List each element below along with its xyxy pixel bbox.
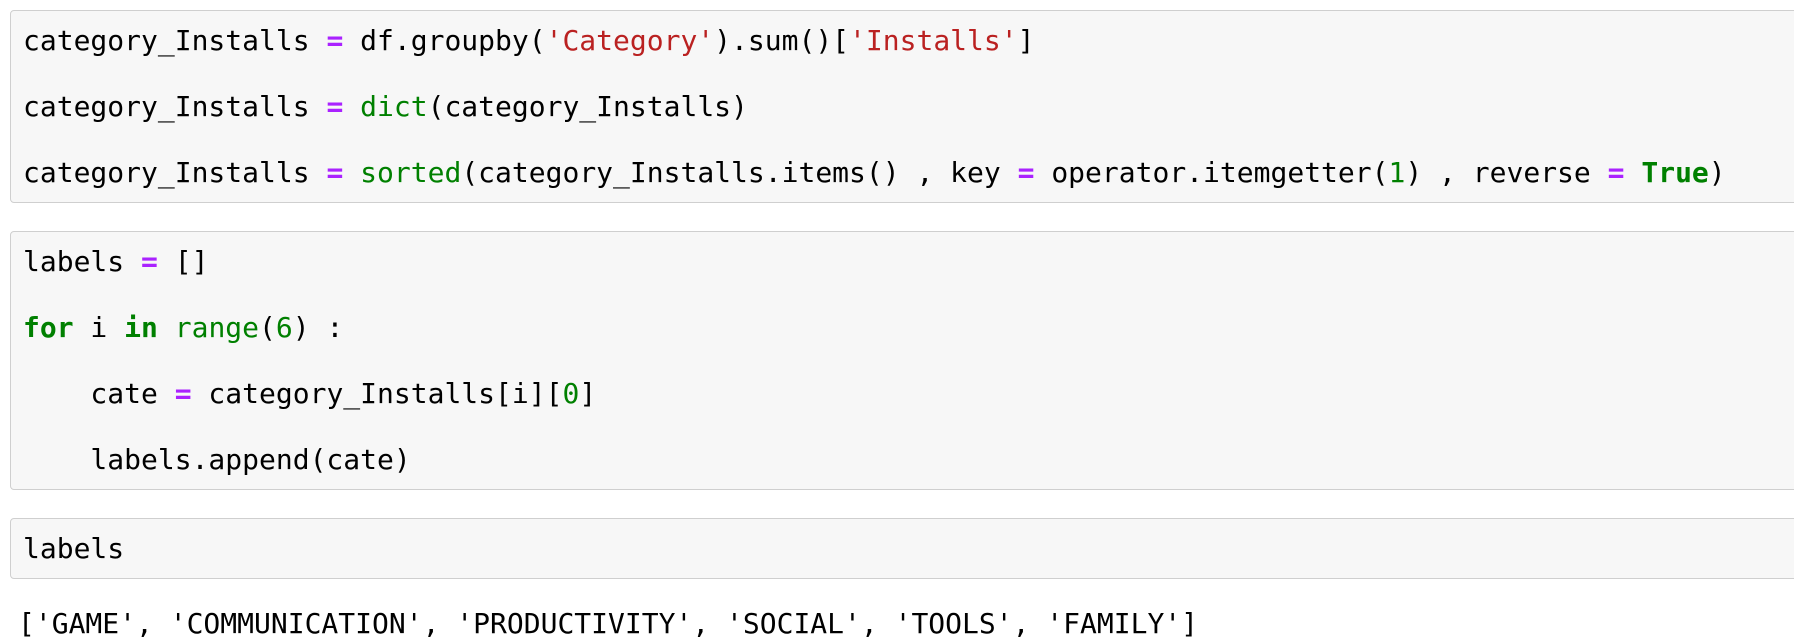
- code-line: for i in range(6) :: [23, 311, 1794, 344]
- code-token-plain: category_Installs: [23, 24, 327, 57]
- code-token-op: =: [1017, 156, 1035, 189]
- code-line: category_Installs = sorted(category_Inst…: [23, 156, 1794, 189]
- code-token-plain: labels.append(cate): [23, 443, 411, 476]
- code-line: [23, 344, 1794, 377]
- code-token-plain: [1625, 156, 1642, 189]
- code-token-plain: ): [1708, 156, 1726, 189]
- code-line: [23, 410, 1794, 443]
- code-token-str: 'Category': [545, 24, 715, 57]
- code-line: [23, 57, 1794, 90]
- code-token-plain: category_Installs[i][: [191, 377, 563, 410]
- code-line: labels = []: [23, 245, 1794, 278]
- code-token-builtin: sorted: [360, 156, 462, 189]
- code-token-op: =: [326, 24, 344, 57]
- code-token-plain: (category_Installs): [427, 90, 748, 123]
- code-token-plain: []: [157, 245, 209, 278]
- code-token-num: 0: [562, 377, 580, 410]
- code-token-kw: True: [1641, 156, 1709, 189]
- code-token-op: =: [1607, 156, 1625, 189]
- code-token-plain: ]: [579, 377, 597, 410]
- code-cell-2[interactable]: labels = [] for i in range(6) : cate = c…: [10, 231, 1794, 490]
- code-token-plain: category_Installs: [23, 156, 327, 189]
- code-token-builtin: dict: [360, 90, 428, 123]
- code-token-op: =: [174, 377, 192, 410]
- code-editor[interactable]: labels = [] for i in range(6) : cate = c…: [23, 245, 1794, 476]
- code-token-plain: ).sum()[: [714, 24, 850, 57]
- code-line: labels.append(cate): [23, 443, 1794, 476]
- notebook-cells: category_Installs = df.groupby('Category…: [0, 10, 1794, 640]
- code-line: [23, 123, 1794, 156]
- code-token-plain: ) , reverse: [1405, 156, 1608, 189]
- code-token-kw: in: [124, 311, 158, 344]
- code-token-builtin: range: [174, 311, 260, 344]
- code-cell-3[interactable]: labels: [10, 518, 1794, 579]
- code-line: labels: [23, 532, 1794, 565]
- code-cell-1[interactable]: category_Installs = df.groupby('Category…: [10, 10, 1794, 203]
- code-editor[interactable]: category_Installs = df.groupby('Category…: [23, 24, 1794, 189]
- code-token-plain: [158, 311, 175, 344]
- code-line: [23, 278, 1794, 311]
- code-token-plain: [343, 156, 360, 189]
- output-text: ['GAME', 'COMMUNICATION', 'PRODUCTIVITY'…: [18, 607, 1199, 640]
- code-token-plain: ) :: [292, 311, 344, 344]
- code-token-plain: df.groupby(: [343, 24, 546, 57]
- code-token-plain: category_Installs: [23, 90, 327, 123]
- code-token-plain: labels: [23, 532, 125, 565]
- code-token-num: 6: [275, 311, 293, 344]
- output-area: ['GAME', 'COMMUNICATION', 'PRODUCTIVITY'…: [18, 607, 1794, 640]
- code-line: category_Installs = dict(category_Instal…: [23, 90, 1794, 123]
- code-line: category_Installs = df.groupby('Category…: [23, 24, 1794, 57]
- code-token-plain: i: [73, 311, 125, 344]
- code-token-op: =: [326, 90, 344, 123]
- code-token-plain: (: [259, 311, 276, 344]
- code-editor[interactable]: labels: [23, 532, 1794, 565]
- code-token-kw: for: [23, 311, 74, 344]
- code-token-plain: operator.itemgetter(: [1034, 156, 1389, 189]
- code-line: cate = category_Installs[i][0]: [23, 377, 1794, 410]
- code-token-op: =: [326, 156, 344, 189]
- code-token-str: 'Installs': [849, 24, 1018, 57]
- code-token-plain: ]: [1017, 24, 1035, 57]
- code-token-plain: (category_Installs.items() , key: [461, 156, 1018, 189]
- code-token-plain: [343, 90, 360, 123]
- code-token-plain: cate: [23, 377, 175, 410]
- code-token-op: =: [141, 245, 158, 278]
- code-token-plain: labels: [23, 245, 142, 278]
- code-token-num: 1: [1388, 156, 1406, 189]
